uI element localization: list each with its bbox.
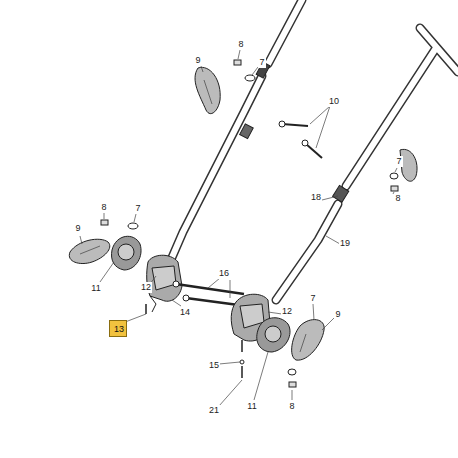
callout-number: 8 <box>394 193 401 204</box>
callout-number: 19 <box>339 238 351 249</box>
callout-number: 8 <box>237 39 244 50</box>
highlighted-callout: 13 <box>109 320 127 337</box>
callout-number: 8 <box>100 202 107 213</box>
callout-number: 9 <box>334 309 341 320</box>
callout-number: 14 <box>179 307 191 318</box>
callout-number: 10 <box>328 96 340 107</box>
callout-number: 11 <box>246 401 257 412</box>
callout-number: 12 <box>281 306 293 317</box>
callout-number: 12 <box>140 282 152 293</box>
callout-number: 13 <box>114 324 122 335</box>
callout-number: 11 <box>90 283 101 294</box>
callout-number: 21 <box>208 405 220 416</box>
callout-number: 7 <box>134 203 141 214</box>
callout-number: 7 <box>309 293 316 304</box>
callout-number: 15 <box>208 360 220 371</box>
callout-number: 7 <box>395 156 402 167</box>
callout-number: 8 <box>288 401 295 412</box>
callout-number: 9 <box>194 55 201 66</box>
callout-number: 16 <box>218 268 230 279</box>
callout-number: 18 <box>310 192 322 203</box>
callout-number: 7 <box>258 57 265 68</box>
callout-number: 9 <box>74 223 81 234</box>
